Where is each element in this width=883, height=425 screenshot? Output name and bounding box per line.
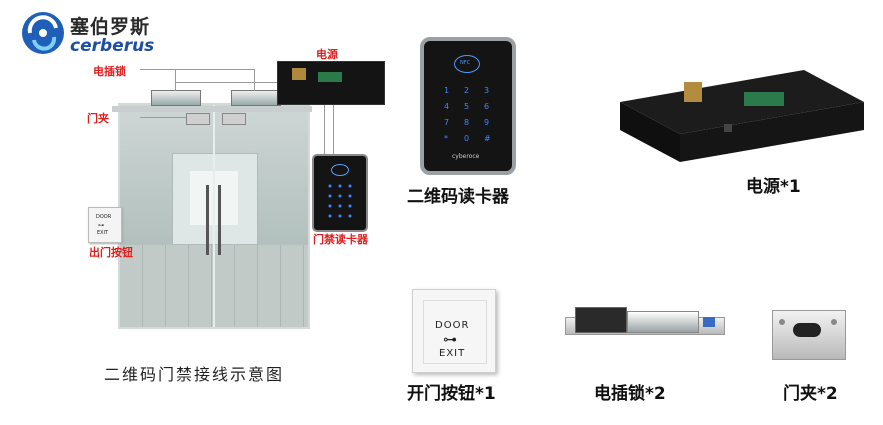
product-label-exit-button: 开门按钮*1 <box>407 384 496 404</box>
svg-text:2: 2 <box>464 86 469 95</box>
product-label-power: 电源*1 <box>746 177 801 197</box>
svg-text:4: 4 <box>444 102 449 111</box>
svg-text:5: 5 <box>464 102 469 111</box>
diagram-reader <box>312 154 368 232</box>
brand-logo-icon <box>22 12 64 54</box>
label-electric-lock: 电插锁 <box>93 65 126 78</box>
product-electric-lock <box>565 303 725 341</box>
electric-lock-left <box>151 90 201 106</box>
electric-lock-right <box>231 90 281 106</box>
svg-text:#: # <box>484 134 491 143</box>
svg-text:1: 1 <box>444 86 449 95</box>
svg-text:6: 6 <box>484 102 489 111</box>
door-scene <box>118 103 310 329</box>
brand-name-cn: 塞伯罗斯 <box>70 16 151 38</box>
diagram-caption: 二维码门禁接线示意图 <box>104 365 285 384</box>
svg-text:*: * <box>444 134 448 143</box>
label-door-clip: 门夹 <box>87 112 109 125</box>
product-exit-button: DOOR ⊶ EXIT <box>412 289 496 373</box>
svg-text:9: 9 <box>484 118 489 127</box>
label-power: 电源 <box>316 48 338 61</box>
product-label-qr-reader: 二维码读卡器 <box>407 187 509 207</box>
diagram-exit-button: DOOR ⊶ EXIT <box>88 207 122 243</box>
label-exit-button: 出门按钮 <box>89 246 133 259</box>
svg-text:0: 0 <box>464 134 469 143</box>
svg-text:8: 8 <box>464 118 469 127</box>
product-label-door-clip: 门夹*2 <box>783 384 838 404</box>
diagram-power-box <box>278 62 384 104</box>
door-clip-right <box>222 113 246 125</box>
product-door-clip <box>772 310 846 360</box>
svg-text:3: 3 <box>484 86 489 95</box>
door-clip-left <box>186 113 210 125</box>
brand-name-en: cerberus <box>70 36 155 56</box>
svg-text:7: 7 <box>444 118 449 127</box>
product-power-box <box>614 62 870 162</box>
label-access-reader: 门禁读卡器 <box>313 233 368 246</box>
product-label-electric-lock: 电插锁*2 <box>594 384 666 404</box>
